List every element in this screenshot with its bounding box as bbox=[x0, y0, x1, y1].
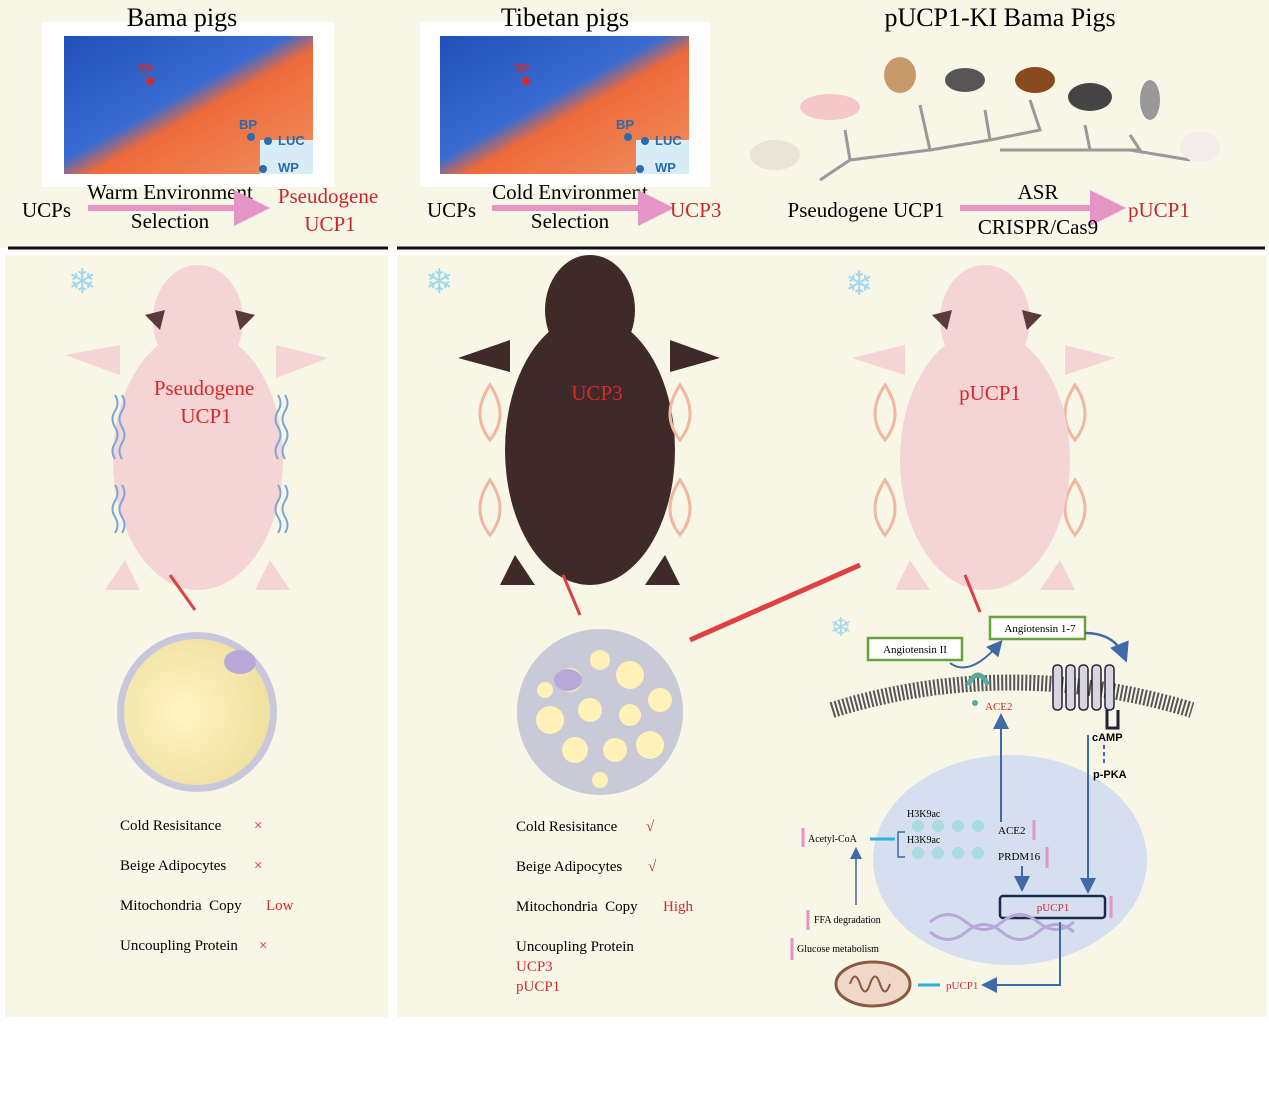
dna-icon bbox=[929, 913, 1075, 941]
trait-label: Beige Adipocytes bbox=[120, 858, 226, 874]
ace2-receptor-icon bbox=[965, 672, 991, 687]
mitochondrion-icon bbox=[834, 960, 912, 1008]
panel-title-bama: Bama pigs bbox=[127, 3, 238, 32]
prdm16-label: PRDM16 bbox=[998, 851, 1041, 863]
snowflake-icon: ❄ bbox=[830, 612, 852, 642]
ucps-label: UCPs bbox=[22, 198, 71, 222]
ace2-membrane-label: ACE2 bbox=[985, 701, 1013, 713]
signaling-pathway: Angiotensin II Angiotensin 1-7 ACE2 cAMP… bbox=[790, 615, 1195, 1008]
trait-value: × bbox=[254, 818, 262, 834]
trait-value: Low bbox=[266, 898, 294, 914]
svg-text:BP: BP bbox=[616, 117, 634, 132]
asr-label: ASR bbox=[1018, 180, 1059, 204]
pseudogene-label: Pseudogene UCP1 bbox=[788, 198, 945, 222]
angiotensin-ii-box bbox=[866, 636, 964, 662]
protein-label: UCP3 bbox=[516, 959, 553, 975]
trait-label: Uncoupling Protein bbox=[516, 939, 634, 955]
gpcr-receptor-icon bbox=[1052, 664, 1115, 711]
trait-value: High bbox=[663, 899, 694, 915]
trait-label: Mitochondria Copy bbox=[120, 898, 242, 914]
svg-text:TP: TP bbox=[514, 62, 529, 76]
angiotensin-17-label: Angiotensin 1-7 bbox=[1004, 623, 1076, 635]
panel-title-tibetan: Tibetan pigs bbox=[501, 3, 629, 32]
trait-label: Mitochondria Copy bbox=[516, 899, 638, 915]
svg-text:LUC: LUC bbox=[278, 133, 305, 148]
arrow bbox=[688, 562, 862, 643]
flame-icon bbox=[478, 382, 1087, 538]
snowflake-icon: ❄ bbox=[68, 263, 97, 301]
arrow-bottom-label: Selection bbox=[131, 209, 210, 233]
svg-text:LUC: LUC bbox=[655, 133, 682, 148]
camp-label: cAMP bbox=[1092, 732, 1123, 744]
white-adipocyte-icon bbox=[117, 632, 277, 792]
map-bama: TP BP LUC WP bbox=[42, 22, 334, 187]
pig-gene-label-pucp1: pUCP1 bbox=[959, 381, 1021, 405]
trait-label: Beige Adipocytes bbox=[516, 859, 622, 875]
acetyl-coa-label: Acetyl-CoA bbox=[808, 834, 858, 845]
h3k9ac-label: H3K9ac bbox=[907, 809, 941, 820]
result-label-2: UCP1 bbox=[304, 212, 355, 236]
trait-value: × bbox=[254, 858, 262, 874]
trait-label: Uncoupling Protein bbox=[120, 938, 238, 954]
pig-gene-label-2: UCP1 bbox=[180, 404, 231, 428]
pucp1-gene-label: pUCP1 bbox=[1037, 902, 1069, 914]
arrow bbox=[561, 574, 582, 616]
trait-label: Cold Resisitance bbox=[516, 819, 618, 835]
trait-value: √ bbox=[648, 859, 657, 875]
map-tibetan: TP BP LUC WP bbox=[420, 22, 710, 187]
arrow bbox=[168, 574, 197, 611]
trait-value: × bbox=[259, 938, 267, 954]
arrow-bottom-label-2: Selection bbox=[531, 209, 610, 233]
snowflake-icon: ❄ bbox=[845, 265, 874, 303]
pig-gene-label: Pseudogene bbox=[154, 376, 254, 400]
arrow bbox=[963, 574, 982, 613]
pucp1-protein-label: pUCP1 bbox=[946, 980, 978, 992]
ace2-gene-label: ACE2 bbox=[998, 825, 1026, 837]
protein-label: pUCP1 bbox=[516, 979, 560, 995]
svg-text:BP: BP bbox=[239, 117, 257, 132]
ki-pig-illustration bbox=[852, 265, 1115, 590]
trait-label: Cold Resisitance bbox=[120, 818, 222, 834]
trait-value: √ bbox=[646, 819, 655, 835]
ffa-label: FFA degradation bbox=[814, 915, 881, 926]
beige-adipocyte-icon bbox=[517, 629, 683, 795]
svg-text:TP: TP bbox=[138, 62, 153, 76]
h3k9ac-label: H3K9ac bbox=[907, 835, 941, 846]
angiotensin-17-box bbox=[988, 615, 1087, 641]
result-label-pucp1: pUCP1 bbox=[1128, 198, 1190, 222]
arrow-top-label-2: Cold Environment bbox=[492, 180, 648, 204]
result-label: Pseudogene bbox=[278, 184, 378, 208]
ppka-label: p-PKA bbox=[1093, 769, 1127, 781]
result-label-ucp3: UCP3 bbox=[670, 198, 721, 222]
ucps-label-2: UCPs bbox=[427, 198, 476, 222]
pucp1-gene-box bbox=[998, 894, 1107, 920]
panel-title-ki: pUCP1-KI Bama Pigs bbox=[884, 3, 1115, 32]
svg-text:WP: WP bbox=[278, 160, 299, 175]
snowflake-icon: ❄ bbox=[425, 263, 454, 301]
pig-gene-label-ucp3: UCP3 bbox=[571, 381, 622, 405]
tibetan-pig-illustration bbox=[458, 255, 720, 585]
angiotensin-ii-label: Angiotensin II bbox=[883, 644, 947, 656]
bama-pig-illustration bbox=[65, 265, 328, 590]
heat-wave-icon bbox=[111, 394, 289, 534]
phylogeny-tree-icon bbox=[750, 57, 1220, 182]
arrow-top-label: Warm Environment bbox=[87, 180, 253, 204]
cell-membrane bbox=[829, 674, 1195, 718]
crispr-label: CRISPR/Cas9 bbox=[978, 215, 1098, 239]
glucose-label: Glucose metabolism bbox=[797, 944, 879, 955]
svg-text:WP: WP bbox=[655, 160, 676, 175]
